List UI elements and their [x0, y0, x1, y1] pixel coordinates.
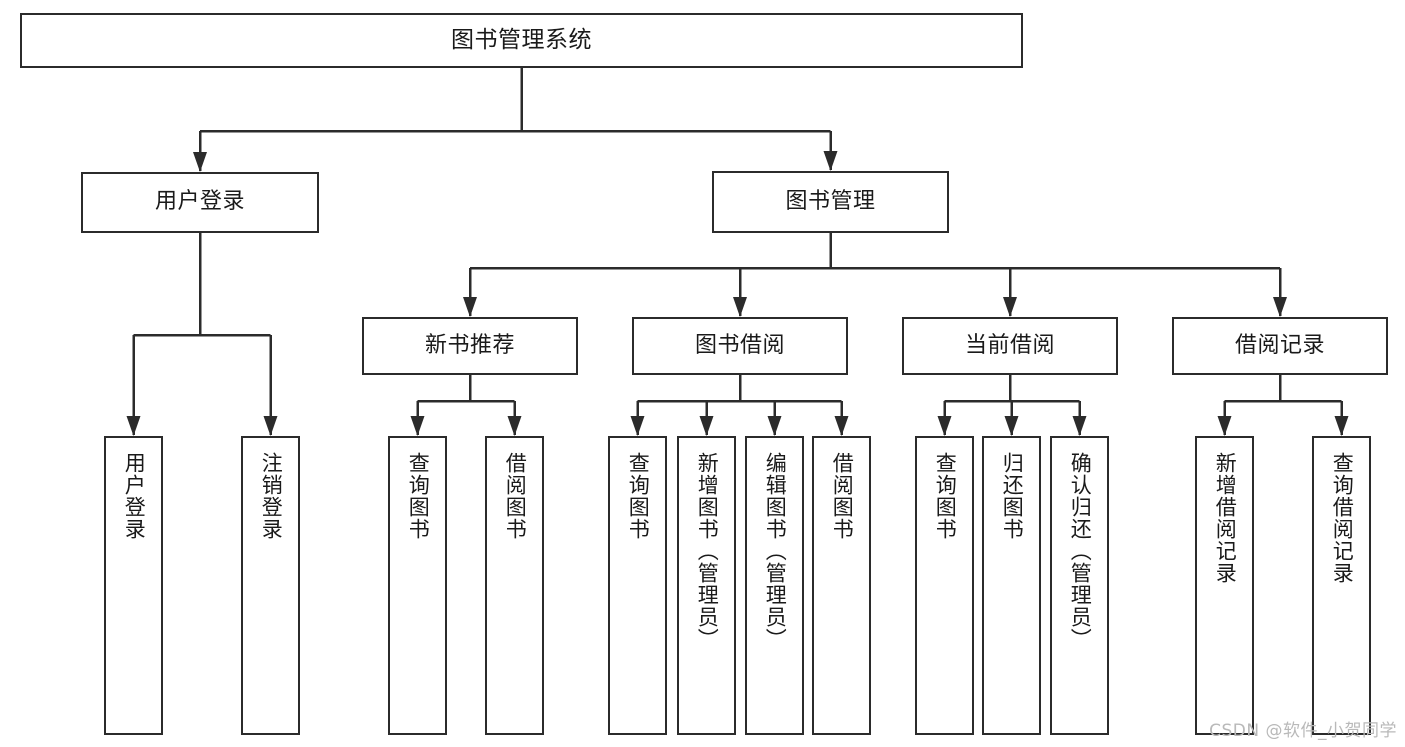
node-login[interactable]: 用户登录	[81, 172, 319, 233]
node-label: 查询图书	[406, 452, 431, 540]
watermark-text: CSDN @软件_小贺同学	[1209, 721, 1397, 741]
node-leaf-12[interactable]: 新增借阅记录	[1195, 436, 1254, 735]
node-label: 新书推荐	[424, 332, 515, 358]
node-label: 图书管理	[785, 188, 876, 214]
node-label: 图书管理系统	[451, 27, 592, 54]
node-bookmgmt[interactable]: 图书管理	[712, 171, 949, 233]
node-leaf-7[interactable]: 编辑图书（管理员）	[745, 436, 804, 735]
node-label: 借阅图书	[503, 452, 528, 540]
node-label: 借阅记录	[1234, 332, 1325, 358]
node-leaf-11[interactable]: 确认归还（管理员）	[1050, 436, 1109, 735]
node-label: 查询借阅记录	[1330, 452, 1355, 584]
node-current[interactable]: 当前借阅	[902, 317, 1118, 375]
node-leaf-2[interactable]: 注销登录	[241, 436, 300, 735]
node-label: 查询图书	[626, 452, 651, 540]
node-leaf-5[interactable]: 查询图书	[608, 436, 667, 735]
node-leaf-3[interactable]: 查询图书	[388, 436, 447, 735]
node-borrow[interactable]: 图书借阅	[632, 317, 848, 375]
node-label: 新增图书（管理员）	[695, 452, 720, 650]
node-label: 确认归还（管理员）	[1068, 452, 1093, 650]
node-records[interactable]: 借阅记录	[1172, 317, 1388, 375]
node-leaf-9[interactable]: 查询图书	[915, 436, 974, 735]
node-root[interactable]: 图书管理系统	[20, 13, 1023, 68]
node-label: 用户登录	[154, 189, 245, 215]
node-label: 编辑图书（管理员）	[763, 452, 788, 650]
node-leaf-13[interactable]: 查询借阅记录	[1312, 436, 1371, 735]
node-label: 查询图书	[933, 452, 958, 540]
node-label: 新增借阅记录	[1213, 452, 1238, 584]
node-leaf-8[interactable]: 借阅图书	[812, 436, 871, 735]
node-leaf-10[interactable]: 归还图书	[982, 436, 1041, 735]
node-label: 归还图书	[1000, 452, 1025, 540]
node-label: 用户登录	[122, 452, 147, 540]
node-leaf-4[interactable]: 借阅图书	[485, 436, 544, 735]
node-label: 图书借阅	[694, 332, 785, 358]
node-leaf-6[interactable]: 新增图书（管理员）	[677, 436, 736, 735]
node-label: 注销登录	[259, 452, 284, 540]
node-label: 借阅图书	[830, 452, 855, 540]
node-newbook[interactable]: 新书推荐	[362, 317, 578, 375]
node-leaf-1[interactable]: 用户登录	[104, 436, 163, 735]
node-label: 当前借阅	[964, 332, 1055, 358]
